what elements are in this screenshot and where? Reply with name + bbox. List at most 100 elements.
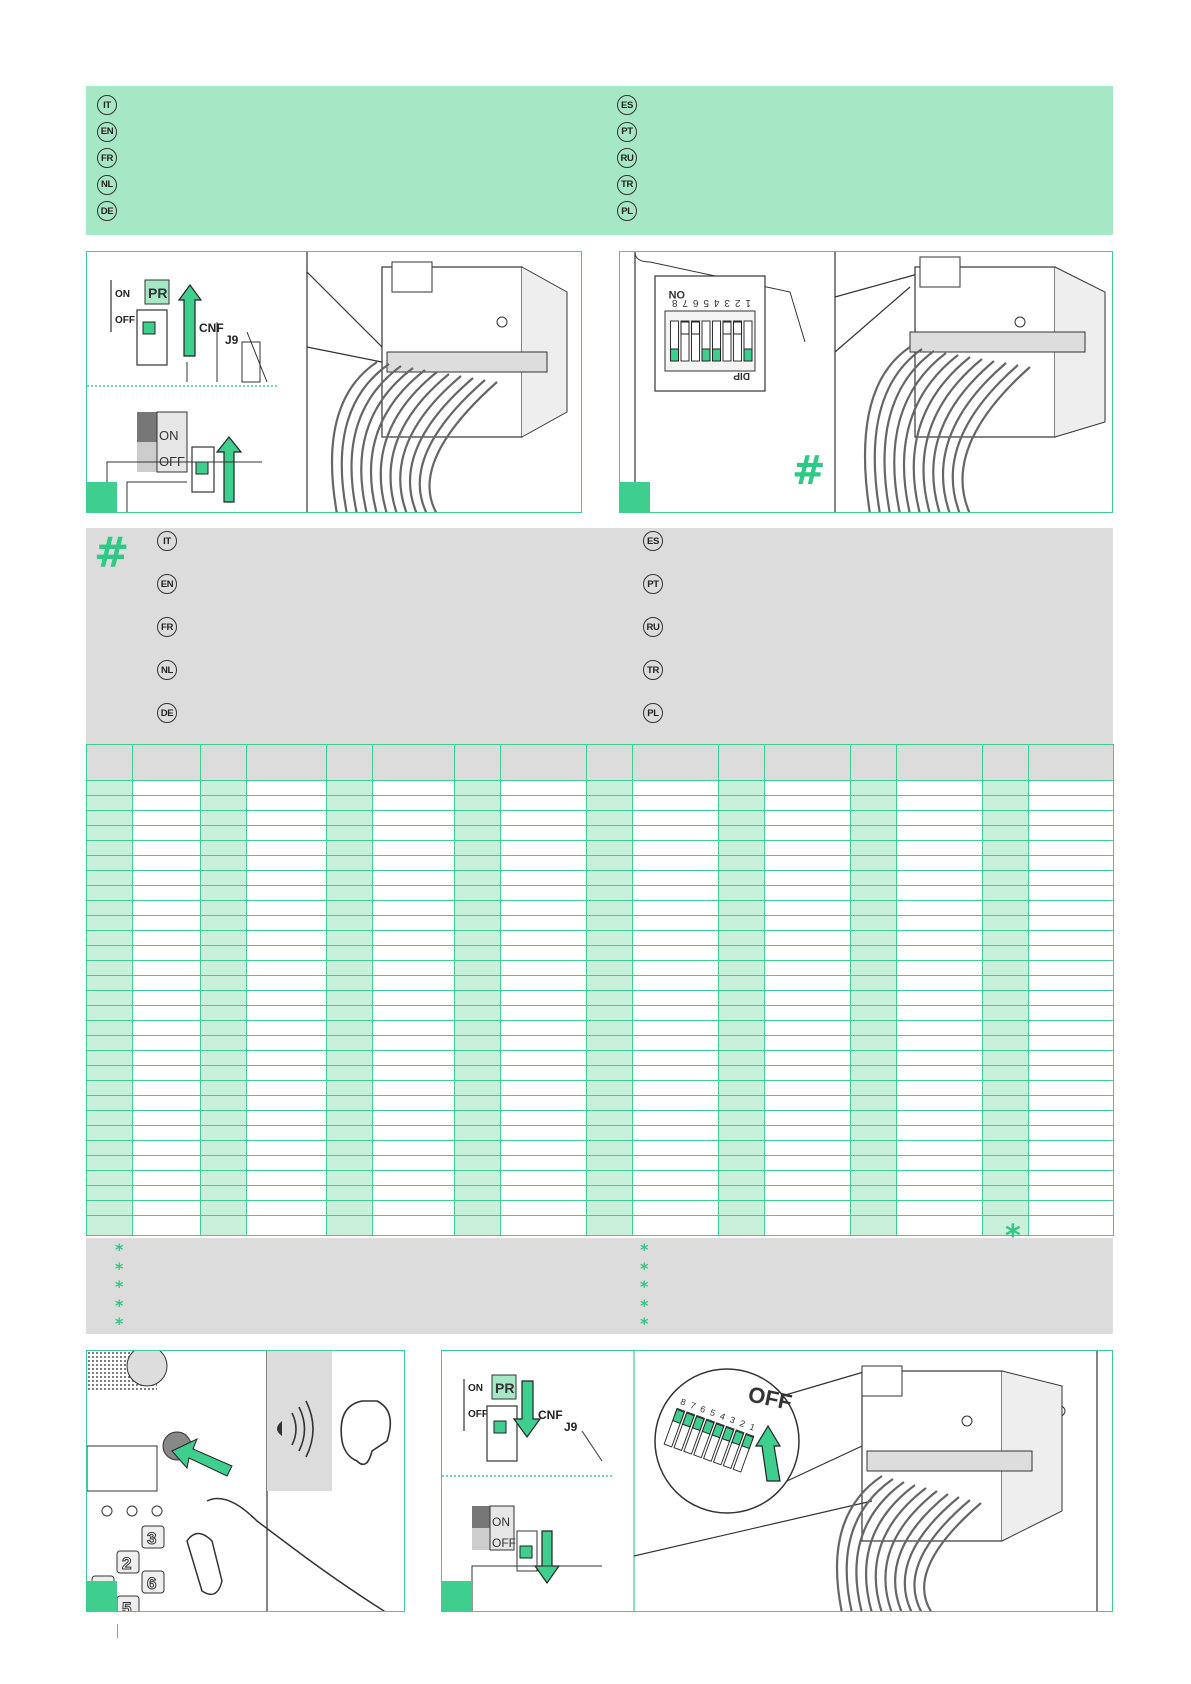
table-cell xyxy=(132,795,201,811)
table-cell xyxy=(454,945,501,961)
table-cell xyxy=(982,885,1029,901)
table-cell xyxy=(246,1095,327,1111)
table-cell xyxy=(86,1140,133,1156)
table-cell xyxy=(200,840,247,856)
table-cell xyxy=(1028,825,1114,841)
svg-text:ON: ON xyxy=(492,1515,510,1529)
table-cell xyxy=(246,1215,327,1236)
table-cell xyxy=(632,990,719,1006)
table-cell xyxy=(632,975,719,991)
lang-badge-es: ES xyxy=(643,531,663,551)
table-cell xyxy=(454,1200,501,1216)
table-cell xyxy=(132,1140,201,1156)
table-cell xyxy=(764,1200,851,1216)
step-marker xyxy=(442,1581,472,1611)
svg-text:DIP: DIP xyxy=(733,370,750,381)
table-cell xyxy=(764,780,851,796)
table-cell xyxy=(632,1215,719,1236)
table-cell xyxy=(86,1050,133,1066)
table-cell xyxy=(132,1065,201,1081)
table-cell xyxy=(896,1005,983,1021)
table-cell xyxy=(850,945,897,961)
table-cell xyxy=(718,1170,765,1186)
table-cell xyxy=(982,795,1029,811)
table-cell xyxy=(454,930,501,946)
table-cell xyxy=(718,1035,765,1051)
table-cell xyxy=(1028,855,1114,871)
lang-badge-pt: PT xyxy=(643,574,663,594)
table-cell xyxy=(326,840,373,856)
dip-number: 5 xyxy=(709,1407,717,1418)
table-cell xyxy=(850,1185,897,1201)
arrow-down-icon xyxy=(533,1530,561,1585)
table-cell xyxy=(246,1155,327,1171)
table-cell xyxy=(764,1050,851,1066)
table-row xyxy=(86,1020,1114,1036)
footnote-star: * xyxy=(640,1295,649,1315)
table-cell xyxy=(586,945,633,961)
table-cell xyxy=(850,1155,897,1171)
table-cell xyxy=(632,1125,719,1141)
table-cell xyxy=(764,1170,851,1186)
table-cell xyxy=(372,1155,455,1171)
table-cell xyxy=(372,840,455,856)
table-cell xyxy=(86,795,133,811)
table-cell xyxy=(500,1125,587,1141)
table-cell xyxy=(586,1170,633,1186)
table-cell xyxy=(372,1140,455,1156)
table-cell xyxy=(764,975,851,991)
table-cell xyxy=(632,1080,719,1096)
table-cell xyxy=(896,810,983,826)
dip-number: 2 xyxy=(735,297,741,308)
table-cell xyxy=(454,1185,501,1201)
ribbon-wire xyxy=(884,1490,938,1611)
table-cell xyxy=(500,1020,587,1036)
table-cell xyxy=(132,885,201,901)
table-cell xyxy=(86,990,133,1006)
table-cell xyxy=(500,900,587,916)
dip-number: 6 xyxy=(699,1404,707,1415)
table-cell xyxy=(246,795,327,811)
table-header-cell xyxy=(718,744,765,781)
table-cell xyxy=(326,915,373,931)
ribbon-wire xyxy=(951,364,1019,512)
table-cell xyxy=(326,1005,373,1021)
table-cell xyxy=(200,1095,247,1111)
table-cell xyxy=(586,915,633,931)
table-cell xyxy=(982,1215,1029,1236)
table-cell xyxy=(718,975,765,991)
table-cell xyxy=(500,780,587,796)
table-cell xyxy=(586,1095,633,1111)
table-cell xyxy=(896,1185,983,1201)
lang-badge-de: DE xyxy=(157,703,177,723)
table-cell xyxy=(326,990,373,1006)
table-header-cell xyxy=(326,744,373,781)
table-cell xyxy=(982,1140,1029,1156)
table-cell xyxy=(718,780,765,796)
table-row xyxy=(86,1215,1114,1236)
table-cell xyxy=(896,990,983,1006)
table-cell xyxy=(500,1170,587,1186)
page-number-divider xyxy=(117,1624,118,1638)
table-cell xyxy=(586,1050,633,1066)
hash-marker: # xyxy=(792,448,826,494)
table-cell xyxy=(850,885,897,901)
table-cell xyxy=(246,840,327,856)
table-cell xyxy=(632,885,719,901)
table-cell xyxy=(632,930,719,946)
table-cell xyxy=(246,1170,327,1186)
table-cell xyxy=(764,1080,851,1096)
table-cell xyxy=(586,1005,633,1021)
table-cell xyxy=(718,915,765,931)
table-cell xyxy=(132,825,201,841)
table-cell xyxy=(896,1095,983,1111)
ribbon-wire xyxy=(865,1484,916,1611)
lang-badge-en: EN xyxy=(157,574,177,594)
table-cell xyxy=(454,1125,501,1141)
table-cell xyxy=(454,870,501,886)
table-cell xyxy=(246,1140,327,1156)
ribbon-wire xyxy=(932,360,995,512)
table-cell xyxy=(454,900,501,916)
ribbon-wire xyxy=(399,375,462,512)
